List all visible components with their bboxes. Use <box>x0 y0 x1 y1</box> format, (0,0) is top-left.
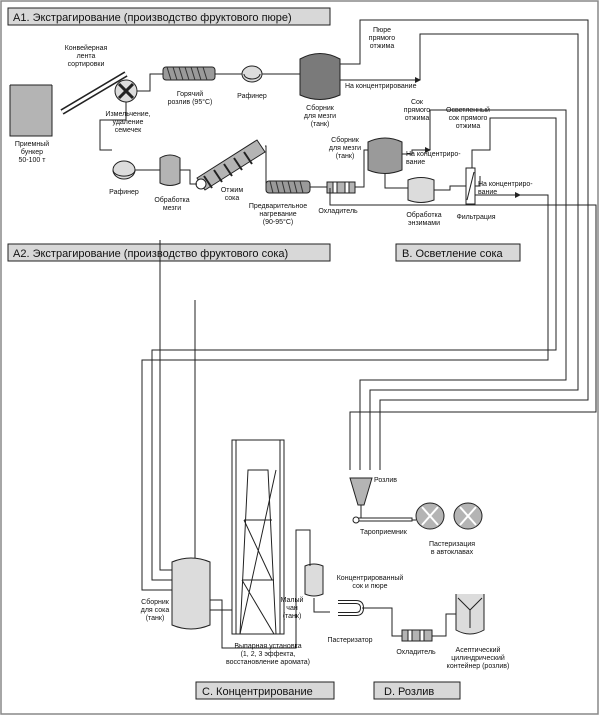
label-evaporator: Выпарная установка(1, 2, 3 эффекта,восст… <box>226 643 310 666</box>
refiner-top <box>241 65 263 83</box>
evaporator-unit <box>231 439 285 635</box>
label-filtration: Фильтрация <box>456 214 495 221</box>
section-d-title: D. Розлив <box>384 686 434 698</box>
autoclave-2 <box>453 502 483 530</box>
section-a1-title: А1. Экстрагирование (производство фрукто… <box>13 12 292 24</box>
label-to-concentrate-2: На концентриро-вание <box>406 151 461 166</box>
juice-collection-tank <box>171 557 211 630</box>
a1-flow-lines <box>99 48 421 151</box>
section-a2-header: А2. Экстрагирование (производство фрукто… <box>7 243 331 262</box>
section-d-header: D. Розлив <box>373 681 461 700</box>
section-a1-header: А1. Экстрагирование (производство фрукто… <box>7 7 331 26</box>
pulp-tank-mid <box>367 137 403 174</box>
container-receiver <box>352 516 413 524</box>
label-to-concentrate-1: На концентрирование <box>345 83 417 90</box>
label-filling: Розлив <box>374 477 397 484</box>
cooler-bottom <box>401 629 433 642</box>
routing-lines <box>141 19 597 591</box>
cooler-top <box>326 181 356 194</box>
label-cooler-bottom: Охладитель <box>396 649 436 656</box>
d-flow-lines <box>362 519 456 637</box>
sorting-conveyor <box>60 71 128 115</box>
enzyme-tank <box>407 177 435 203</box>
c-flow-lines <box>210 529 330 649</box>
pulp-tank-top <box>299 53 341 100</box>
pasteurizer-plates <box>338 600 365 616</box>
preheater <box>265 180 311 194</box>
juice-press-screw <box>195 139 266 191</box>
refiner-left <box>112 160 136 180</box>
label-refiner-top: Рафинер <box>237 93 267 100</box>
section-b-header: B. Осветление сока <box>395 243 521 262</box>
label-container-receiver: Тароприемник <box>360 529 408 536</box>
section-a2-title: А2. Экстрагирование (производство фрукто… <box>13 248 288 260</box>
receiving-hopper <box>9 84 53 137</box>
section-b-title: B. Осветление сока <box>402 248 503 260</box>
filling-hopper <box>349 477 373 520</box>
crusher <box>114 79 138 103</box>
section-c-header: С. Концентрирование <box>195 681 335 700</box>
a2-flow-lines <box>135 145 368 188</box>
section-c-title: С. Концентрирование <box>202 686 313 698</box>
label-refiner-left: Рафинер <box>109 189 139 196</box>
filter-unit <box>465 167 476 205</box>
hot-fill-heater <box>162 66 216 81</box>
small-vat <box>304 563 324 597</box>
autoclave-1 <box>415 502 445 530</box>
pulp-treatment-tank <box>159 154 181 186</box>
aseptic-container <box>455 594 485 635</box>
label-cooler-top: Охладитель <box>318 208 358 215</box>
b-flow-lines <box>384 128 521 198</box>
label-to-concentrate-3: На концентриро-вание <box>478 181 533 196</box>
label-pasteurizer: Пастеризатор <box>327 637 372 644</box>
